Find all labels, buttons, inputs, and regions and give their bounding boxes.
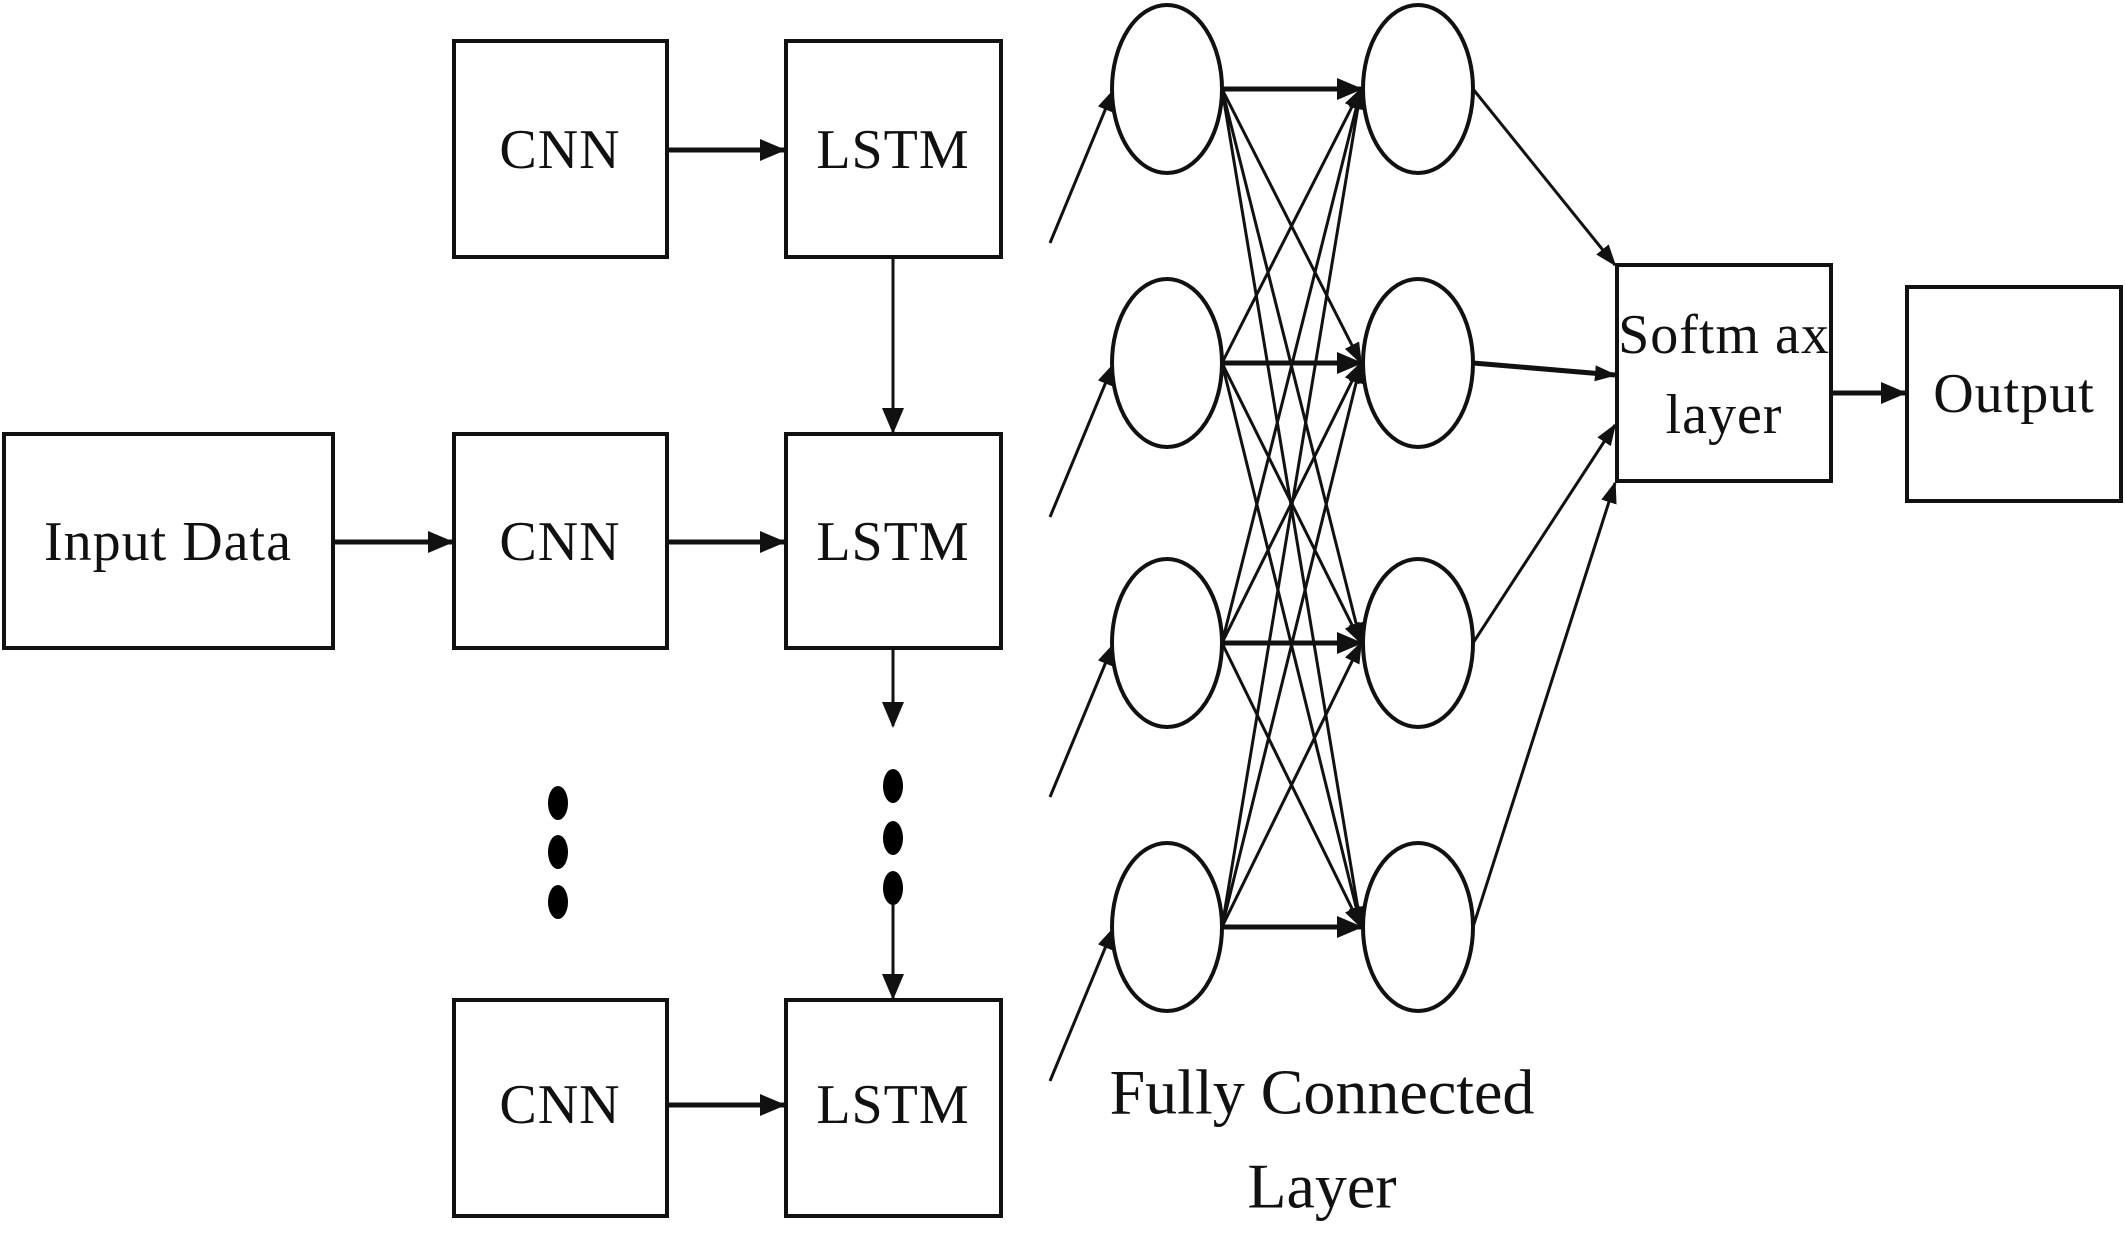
cnn-ellipsis [548,786,568,919]
lstm-box-n [784,998,1003,1218]
cnn-ellipsis-dot-2 [548,835,568,869]
lstm-recurrence [882,257,904,1000]
fc-layer2-neuron-3 [1361,557,1475,729]
fc-edge-3-to-1 [1220,87,1364,644]
fc2-neuron-1-to-softmax [1471,88,1617,267]
cnn-label-n: CNN [499,1074,620,1136]
fully-connected-edges [1048,78,1617,1082]
cnn-box-n [452,998,669,1218]
input-arrow-to-fc1-neuron-2 [1048,363,1115,518]
fc-layer1-neuron-4 [1110,841,1224,1013]
fc-layer2-neuron-2 [1361,277,1475,449]
cnn-label-2: CNN [499,511,620,573]
lstm-label-n: LSTM [816,1074,969,1136]
fully-connected-label-line2: Layer [1247,1151,1396,1222]
row-2: Input Data CNN LSTM [2,432,1003,650]
input-arrow-to-fc1-neuron-4 [1048,927,1115,1082]
input-data-box [2,432,335,650]
fc2-neuron-3-to-softmax [1471,423,1617,644]
fc-edge-2-to-1 [1220,87,1363,364]
lstm-box-1 [784,39,1003,259]
fc-layer2-neuron-1 [1361,3,1475,175]
cnn-label-1: CNN [499,119,620,181]
fully-connected-neurons [1110,3,1475,1013]
fc-layer1-neuron-3 [1110,557,1224,729]
lstm-label-1: LSTM [816,119,969,181]
output-box [1905,285,2123,503]
softmax-layer-box [1615,263,1833,483]
input-arrow-to-fc1-neuron-1 [1048,89,1115,244]
lstm-ellipsis-dot-1 [883,769,903,803]
lstm-box-2 [784,432,1003,650]
fully-connected-label-line1: Fully Connected [1110,1057,1535,1128]
fc-edge-4-to-2 [1220,361,1364,928]
softmax-label-line1: Softm ax [1618,304,1830,366]
output-label: Output [1933,363,2095,425]
lstm-ellipsis-dot-2 [883,821,903,855]
lstm-ellipsis-dot-3 [883,871,903,905]
fc2-neuron-4-to-softmax [1471,481,1617,928]
lstm-label-2: LSTM [816,511,969,573]
cnn-ellipsis-dot-3 [548,885,568,919]
input-data-label: Input Data [44,511,292,573]
row-n: CNN LSTM [452,998,1003,1218]
cnn-ellipsis-dot-1 [548,786,568,820]
fc-layer2-neuron-4 [1361,841,1475,1013]
fc2-neuron-2-to-softmax [1472,360,1617,382]
fc-edge-4-to-1 [1220,87,1366,928]
fc-layer1-neuron-1 [1110,3,1224,175]
softmax-label-line2: layer [1666,384,1783,446]
row-1: CNN LSTM [452,39,1003,259]
fc-edge-4-to-3 [1220,641,1363,928]
fc-layer1-neuron-2 [1110,277,1224,449]
input-arrow-to-fc1-neuron-3 [1048,643,1115,798]
cnn-box-1 [452,39,669,259]
